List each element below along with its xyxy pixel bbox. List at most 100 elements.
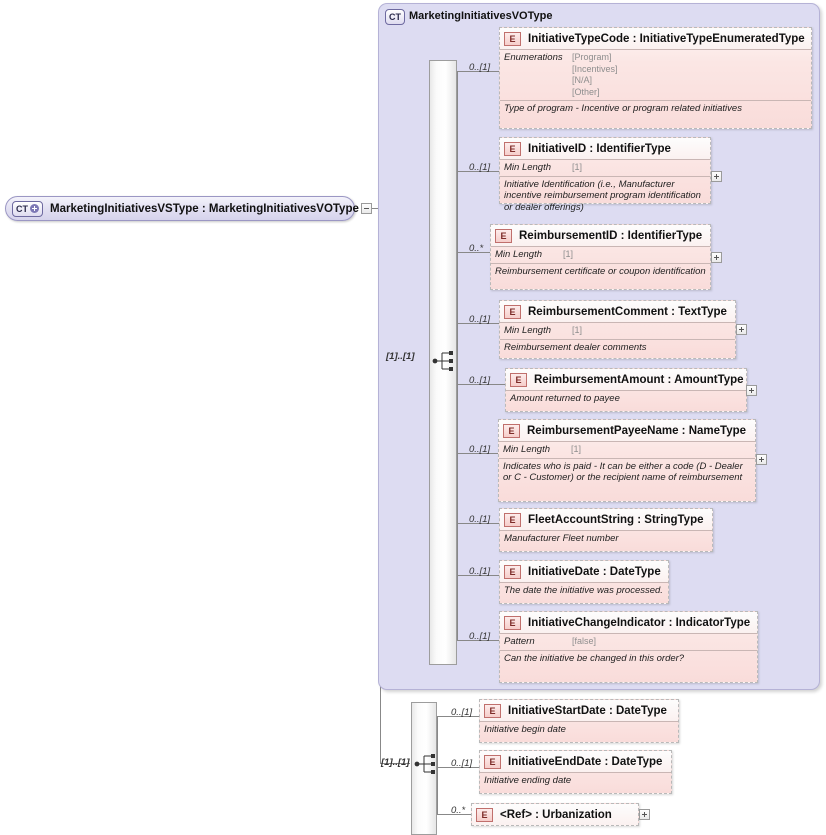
element-title: InitiativeStartDate : DateType [508, 704, 667, 717]
element-reimbursement-comment[interactable]: E ReimbursementComment : TextType Min Le… [499, 300, 736, 359]
connector-line [372, 208, 380, 209]
root-complex-type-node[interactable]: CT MarketingInitiativesVSType : Marketin… [5, 196, 359, 221]
element-title: ReimbursementPayeeName : NameType [527, 424, 747, 437]
facet-values: [false] [572, 636, 597, 646]
element-title: InitiativeDate : DateType [528, 565, 661, 578]
branch-spine-upper [457, 71, 458, 641]
branch-line [457, 171, 499, 172]
container-title: MarketingInitiativesVOType [409, 10, 553, 22]
facet-values: [Program] [Incentives] [N/A] [Other] [572, 52, 618, 97]
cardinality-label: 0..[1] [469, 631, 491, 642]
branch-line [457, 575, 499, 576]
element-title: ReimbursementComment : TextType [528, 305, 727, 318]
element-annotation: Type of program - Incentive or program r… [500, 100, 811, 117]
element-reimbursement-payee-name[interactable]: E ReimbursementPayeeName : NameType Min … [498, 419, 756, 502]
branch-line [457, 384, 505, 385]
element-header: E InitiativeID : IdentifierType [500, 138, 710, 159]
facet-values: [1] [572, 162, 583, 172]
element-header: E ReimbursementPayeeName : NameType [499, 420, 755, 441]
container-type-badge: CT [385, 9, 405, 25]
cardinality-label: 0..[1] [469, 375, 491, 386]
element-badge: E [504, 564, 521, 579]
element-title: ReimbursementAmount : AmountType [534, 373, 744, 386]
facet-name: Pattern [504, 636, 535, 647]
element-initiative-type-code[interactable]: E InitiativeTypeCode : InitiativeTypeEnu… [499, 27, 812, 129]
element-expand-toggle[interactable] [746, 385, 757, 396]
element-initiative-start-date[interactable]: E InitiativeStartDate : DateType Initiat… [479, 699, 679, 743]
branch-spine-lower [437, 716, 438, 814]
branch-line [457, 323, 499, 324]
facet-row: Min Length [1] [500, 322, 735, 339]
element-badge: E [476, 807, 493, 822]
element-annotation: Amount returned to payee [506, 390, 746, 407]
facet-row: Min Length [1] [491, 246, 710, 263]
element-reimbursement-amount[interactable]: E ReimbursementAmount : AmountType Amoun… [505, 368, 747, 412]
element-expand-toggle[interactable] [736, 324, 747, 335]
element-title: FleetAccountString : StringType [528, 513, 704, 526]
facet-row: Enumerations [Program] [Incentives] [N/A… [500, 49, 811, 100]
branch-line [457, 640, 499, 641]
element-annotation: Manufacturer Fleet number [500, 530, 712, 547]
element-badge: E [484, 754, 501, 769]
element-annotation: Initiative begin date [480, 721, 678, 738]
root-node-label: MarketingInitiativesVSType : MarketingIn… [50, 202, 359, 215]
branch-line [437, 814, 471, 815]
sequence-cardinality-lower: [1]..[1] [381, 757, 410, 768]
element-initiative-id[interactable]: E InitiativeID : IdentifierType Min Leng… [499, 137, 711, 213]
sequence-cardinality-upper: [1]..[1] [386, 351, 415, 362]
element-annotation: Initiative Identification (i.e., Manufac… [500, 175, 710, 216]
cardinality-label: 0..[1] [469, 514, 491, 525]
element-badge: E [503, 423, 520, 438]
element-annotation: Reimbursement certificate or coupon iden… [491, 262, 710, 280]
element-annotation: Indicates who is paid - It can be either… [499, 457, 755, 486]
element-annotation: Initiative ending date [480, 772, 671, 789]
connector-line [380, 763, 410, 764]
cardinality-label: 0..[1] [469, 62, 491, 73]
branch-line [457, 523, 499, 524]
facet-name: Min Length [504, 162, 552, 173]
element-ref-urbanization[interactable]: E <Ref> : Urbanization [471, 803, 639, 826]
element-initiative-date[interactable]: E InitiativeDate : DateType The date the… [499, 560, 669, 604]
sequence-icon-lower [414, 754, 435, 774]
element-title: InitiativeEndDate : DateType [508, 755, 663, 768]
sequence-icon-upper [432, 351, 453, 371]
element-header: E InitiativeTypeCode : InitiativeTypeEnu… [500, 28, 811, 49]
element-title: <Ref> : Urbanization [500, 808, 612, 821]
element-expand-toggle[interactable] [639, 809, 650, 820]
element-expand-toggle[interactable] [711, 252, 722, 263]
facet-values: [1] [563, 249, 574, 259]
cardinality-label: 0..[1] [469, 314, 491, 325]
element-initiative-end-date[interactable]: E InitiativeEndDate : DateType Initiativ… [479, 750, 672, 794]
facet-name: Min Length [495, 249, 543, 260]
element-expand-toggle[interactable] [711, 171, 722, 182]
element-header: E ReimbursementComment : TextType [500, 301, 735, 322]
element-reimbursement-id[interactable]: E ReimbursementID : IdentifierType Min L… [490, 224, 711, 290]
facet-row: Pattern [false] [500, 633, 757, 650]
facet-name: Min Length [503, 444, 551, 455]
element-header: E ReimbursementID : IdentifierType [491, 225, 710, 246]
facet-row: Min Length [1] [500, 159, 710, 176]
element-header: E InitiativeChangeIndicator : IndicatorT… [500, 612, 757, 633]
element-badge: E [504, 615, 521, 630]
element-header: E InitiativeStartDate : DateType [480, 700, 678, 721]
element-expand-toggle[interactable] [756, 454, 767, 465]
element-badge: E [504, 31, 521, 46]
cardinality-label: 0..* [469, 243, 484, 254]
branch-line [437, 716, 479, 717]
root-collapse-toggle[interactable] [361, 203, 372, 214]
expand-plus-icon[interactable] [30, 204, 39, 213]
cardinality-label: 0..[1] [451, 707, 473, 718]
element-annotation: Reimbursement dealer comments [500, 338, 735, 356]
element-header: E InitiativeDate : DateType [500, 561, 668, 582]
facet-values: [1] [571, 444, 582, 454]
element-badge: E [495, 228, 512, 243]
element-annotation: Can the initiative be changed in this or… [500, 649, 757, 667]
element-initiative-change-indicator[interactable]: E InitiativeChangeIndicator : IndicatorT… [499, 611, 758, 683]
element-title: InitiativeChangeIndicator : IndicatorTyp… [528, 616, 751, 629]
element-fleet-account-string[interactable]: E FleetAccountString : StringType Manufa… [499, 508, 713, 552]
element-title: InitiativeTypeCode : InitiativeTypeEnume… [528, 32, 805, 45]
facet-name: Enumerations [504, 52, 563, 63]
element-badge: E [504, 304, 521, 319]
complex-type-badge: CT [12, 200, 43, 217]
element-title: ReimbursementID : IdentifierType [519, 229, 703, 242]
